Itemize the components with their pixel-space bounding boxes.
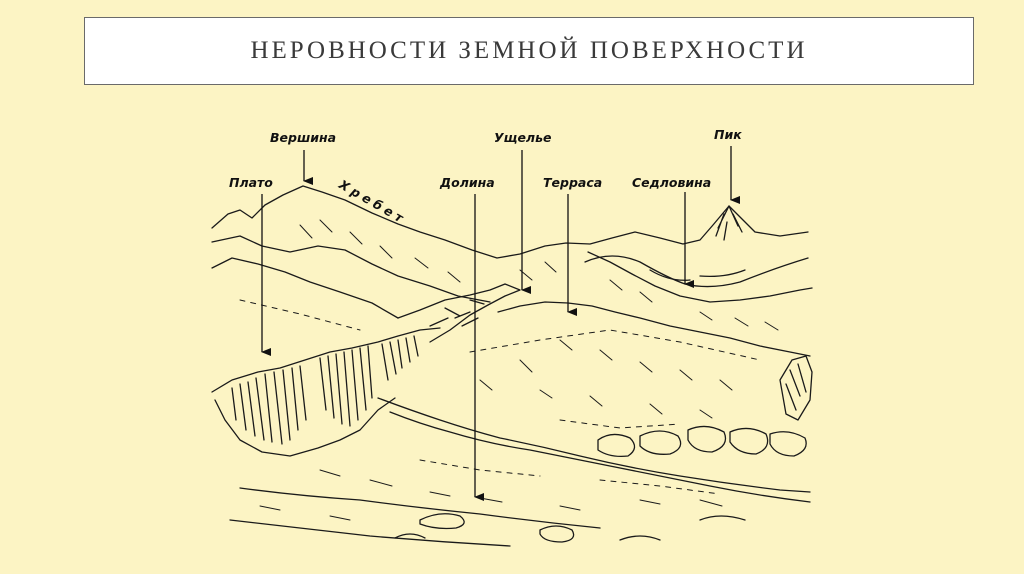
valley-river (377, 397, 811, 493)
label-khrebet: Хребет (336, 176, 410, 227)
terrace-outline (497, 301, 811, 357)
label-vershina: Вершина (270, 130, 336, 145)
title-box: НЕРОВНОСТИ ЗЕМНОЙ ПОВЕРХНОСТИ (84, 17, 974, 85)
label-dolina: Долина (439, 175, 495, 190)
gorge-outline (397, 283, 521, 343)
label-plato: Плато (229, 175, 273, 190)
label-pik: Пик (714, 127, 742, 142)
label-sedlovina: Седловина (632, 175, 711, 190)
saddle-curve (584, 255, 809, 288)
ridge-outline (211, 185, 809, 259)
label-terrasa: Терраса (543, 175, 602, 190)
slide-title: НЕРОВНОСТИ ЗЕМНОЙ ПОВЕРХНОСТИ (250, 37, 808, 64)
label-ushchelye: Ущелье (494, 130, 551, 145)
plateau-outline (211, 327, 441, 393)
